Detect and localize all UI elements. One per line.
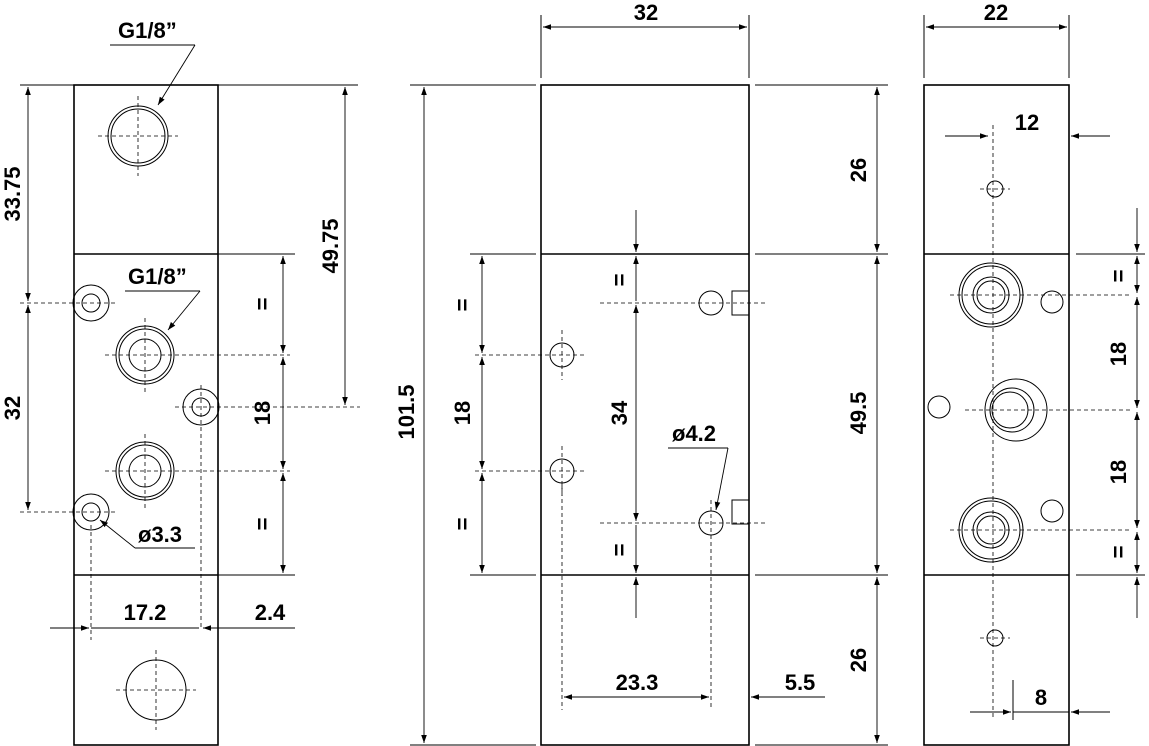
left-dim-eq-lower: =: [250, 518, 275, 531]
right-port-middle: [965, 378, 1130, 442]
left-small-hole-right: [175, 385, 360, 630]
middle-dim-23-3: 23.3: [616, 670, 659, 695]
left-small-hole-upper: [20, 284, 118, 322]
middle-dim-width: 32: [634, 0, 658, 25]
left-thread-label-mid: G1/8”: [128, 264, 187, 289]
left-view: 33.75 32 49.75 = 18 = G1/8” G1/8” ø3.3: [0, 18, 360, 746]
right-body-outline: [923, 84, 1070, 746]
left-dim-33-75: 33.75: [0, 166, 25, 221]
middle-hole-lower-right: [600, 499, 765, 710]
left-dim-18: 18: [250, 401, 275, 425]
right-dim-8: 8: [1035, 685, 1047, 710]
left-hole-dia-label: ø3.3: [138, 522, 182, 547]
right-small-hole-lower: [1040, 499, 1064, 523]
left-dim-2-4: 2.4: [255, 600, 286, 625]
left-dim-eq-upper: =: [250, 298, 275, 311]
right-small-hole-bottom: [980, 629, 1010, 647]
middle-body-outline: [540, 84, 750, 746]
middle-dim-total: 101.5: [394, 384, 419, 439]
middle-dim-5-5: 5.5: [785, 670, 816, 695]
middle-dim-eq-lower: =: [607, 544, 632, 557]
left-mid-port-upper: [105, 318, 290, 392]
right-port-upper: [950, 262, 1130, 328]
left-thread-label-top: G1/8”: [118, 18, 177, 43]
left-mid-port-lower: [105, 434, 290, 508]
left-bottom-port: [116, 650, 196, 730]
right-dim-eq-upper: =: [1106, 270, 1131, 283]
right-dim-width: 22: [984, 0, 1008, 25]
middle-view: 32 101.5 = 18 =: [394, 0, 888, 746]
right-port-lower: [950, 497, 1130, 563]
middle-dim-eq-upper: =: [607, 274, 632, 287]
middle-dim-eq-left-upper: =: [450, 299, 475, 312]
middle-dim-18: 18: [450, 401, 475, 425]
middle-dim-26-bottom: 26: [846, 648, 871, 672]
middle-dim-26-top: 26: [846, 158, 871, 182]
right-dim-18-lower: 18: [1106, 460, 1131, 484]
left-top-port: [98, 96, 178, 176]
right-small-hole-top: [980, 180, 1010, 198]
left-body-outline: [73, 84, 219, 746]
right-dim-eq-lower: =: [1106, 546, 1131, 559]
right-side-hole: [927, 395, 951, 419]
middle-dim-eq-left-lower: =: [450, 518, 475, 531]
left-small-hole-lower: [20, 493, 118, 531]
left-dim-17-2: 17.2: [124, 600, 167, 625]
right-view: 22 12: [923, 0, 1145, 746]
middle-dim-34: 34: [607, 400, 632, 425]
right-dim-12: 12: [1015, 110, 1039, 135]
left-dim-49-75: 49.75: [318, 218, 343, 273]
right-small-hole-upper: [1040, 290, 1064, 314]
middle-dim-49-5: 49.5: [846, 392, 871, 435]
middle-hole-upper-right: [600, 290, 765, 316]
right-dim-18-upper: 18: [1106, 342, 1131, 366]
left-dim-32: 32: [0, 396, 25, 420]
middle-hole-lower-left: [475, 446, 585, 496]
middle-hole-upper-left: [475, 330, 585, 380]
middle-hole-dia-label: ø4.2: [672, 421, 716, 446]
